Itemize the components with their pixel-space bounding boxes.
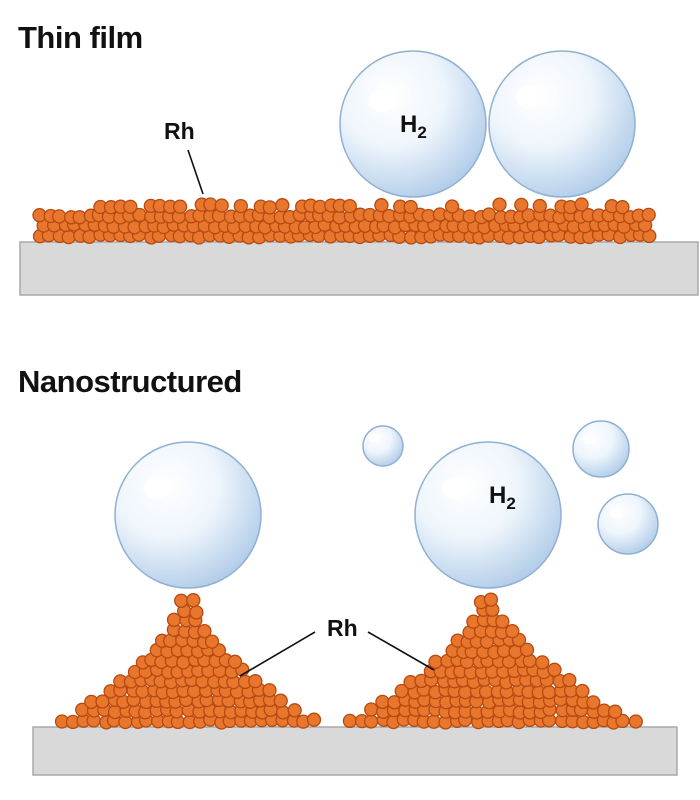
nanostructured-bubble-left [114, 441, 262, 589]
rh-particle [481, 207, 497, 222]
nano-rh-leader-left [239, 631, 316, 677]
nanostructured-title: Nanostructured [18, 364, 242, 399]
rh-particle [172, 199, 188, 214]
thin-film-rh-particles [32, 197, 657, 245]
rh-particle [262, 200, 277, 215]
rh-particle [541, 685, 557, 700]
rh-particle [492, 197, 507, 212]
rh-particle [505, 624, 520, 639]
rh-particle [586, 695, 601, 710]
nano-h2-label: H2 [489, 482, 516, 513]
rh-particle [426, 714, 441, 729]
rh-particle [342, 198, 357, 214]
nanostructured-substrate [32, 726, 678, 776]
thin-film-h2-label: H2 [400, 111, 427, 142]
rh-particle [61, 229, 76, 245]
rh-particle [174, 593, 189, 608]
rh-particle [306, 712, 322, 727]
rh-particle [197, 623, 212, 639]
rh-particle [478, 684, 494, 699]
rh-particle [273, 693, 288, 708]
rh-particle [233, 198, 248, 214]
rh-particle [275, 198, 290, 213]
small-bubble-3 [597, 493, 659, 555]
rh-particle [189, 605, 204, 620]
small-bubble-2 [572, 420, 630, 478]
rh-particle [514, 197, 529, 213]
rh-particle [574, 197, 589, 212]
rh-particle [495, 614, 510, 629]
thin-film-rh-label: Rh [164, 118, 195, 144]
rh-particle [248, 674, 263, 689]
rh-particle [363, 714, 379, 729]
rh-particle [287, 703, 302, 718]
rh-particle [176, 655, 191, 670]
rh-particle [444, 199, 460, 214]
rh-particle [535, 655, 550, 670]
rh-particle [628, 714, 643, 729]
rh-particle [531, 229, 547, 245]
thin-film-bubble-left [339, 50, 487, 198]
thin-film-rh-leader [187, 149, 204, 195]
rh-particle [403, 199, 418, 215]
thin-film-bubble-right [488, 50, 636, 198]
thin-film-title: Thin film [18, 20, 143, 55]
rh-particle [342, 713, 358, 729]
rh-particle [227, 654, 243, 669]
rh-particle [262, 683, 277, 698]
nanostructured-bubble-right [414, 441, 562, 589]
rh-particle [214, 198, 229, 213]
rh-particle [375, 694, 390, 710]
rh-particle [204, 634, 220, 649]
rh-particle [641, 207, 656, 223]
rh-particle [532, 198, 547, 214]
h2-bubbles [114, 50, 659, 589]
rh-particle [364, 702, 379, 717]
nano-rh-label: Rh [327, 615, 358, 641]
rh-particle [186, 593, 201, 608]
rh-particle [374, 198, 389, 213]
rh-particle [547, 662, 562, 677]
nanostructured-rh-particles [54, 592, 643, 730]
rh-particle [428, 654, 443, 669]
rh-particle [275, 705, 291, 720]
rh-particle [483, 592, 499, 607]
rh-particle [575, 683, 590, 699]
rh-particle [52, 209, 67, 224]
thin-film-substrate [19, 241, 699, 296]
rh-particle [123, 199, 138, 214]
rh-particle [615, 200, 630, 215]
rh-particle [519, 642, 535, 657]
nano-rh-leader-right [367, 631, 435, 671]
rh-particle [562, 672, 577, 688]
small-bubble-1 [362, 425, 404, 467]
rh-particle [607, 704, 623, 719]
